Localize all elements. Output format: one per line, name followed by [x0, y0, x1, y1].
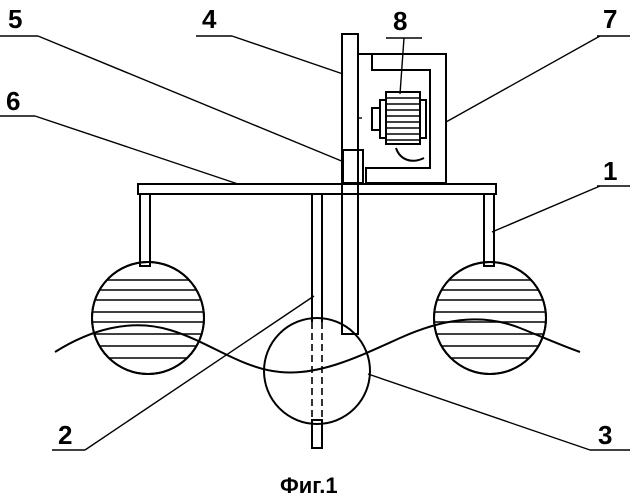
- coil-8: [372, 92, 426, 161]
- left-float: [80, 262, 220, 374]
- figure-caption: Фиг.1: [280, 473, 338, 498]
- label-2: 2: [58, 420, 72, 450]
- left-arm: [140, 194, 150, 266]
- label-7: 7: [603, 4, 617, 34]
- frame-beam: [138, 184, 496, 194]
- label-5: 5: [8, 4, 22, 34]
- label-1: 1: [603, 156, 617, 186]
- label-6: 6: [6, 86, 20, 116]
- label-3: 3: [598, 420, 612, 450]
- label-8: 8: [393, 6, 407, 36]
- leader-lines: [0, 36, 630, 450]
- right-arm: [484, 194, 494, 266]
- right-float: [420, 262, 560, 374]
- label-4: 4: [202, 4, 217, 34]
- element-5: [343, 150, 363, 183]
- rod-2: [312, 194, 322, 448]
